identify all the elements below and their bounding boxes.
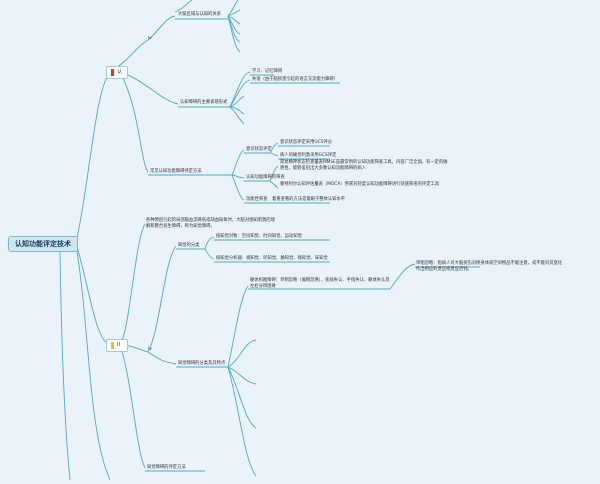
factor-item-2[interactable]: 失语（由于脑损害引起的语言交流能力障碍）	[252, 77, 338, 82]
assess-group-functional[interactable]: 功能性筛查	[246, 197, 268, 202]
section-2-sublabel: lv	[148, 347, 152, 352]
assess-screening-item-2[interactable]: 蒙特利尔认知评估量表（MOCA）用来对轻度认知功能障碍进行快速筛查的评定工具	[280, 182, 440, 187]
assess-consciousness-item-2[interactable]: 病人的痛觉刺激采用GCS评定	[280, 153, 337, 158]
node-disorder-types[interactable]: 知觉障碍的分类及其特点	[178, 361, 226, 366]
node-brain-region[interactable]: 大脑区域与认知的关系	[178, 12, 221, 17]
section-1-label: 认	[117, 69, 123, 75]
assess-functional-item-1[interactable]: 着重查看的方法是着眼于整体认知水平	[272, 197, 346, 202]
classify-item-1[interactable]: 按知觉对象：空间知觉、时间知觉、运动知觉	[216, 234, 302, 239]
edge-root-bottom	[75, 244, 111, 481]
factor-item-1[interactable]: 学习、记忆障碍	[252, 69, 283, 74]
yellow-flag-icon	[111, 342, 114, 349]
assess-screening-item-1[interactable]: 简易精神状态检查量表MMSE是最常用的认知功能筛查工具，内容广泛全面，有一定的敏…	[280, 160, 448, 171]
node-main-manifestation[interactable]: 认知障碍的主要表现形式	[180, 100, 228, 105]
assess-consciousness-item-1[interactable]: 意识状态评定采用GCS评分	[280, 140, 333, 145]
section-2-node[interactable]: II	[106, 339, 128, 352]
disorder-agnosia[interactable]: 躯体构图障碍：单侧忽略（偏侧忽略）、疾病失认、手指失认、躯体失认及左右分辨困难	[250, 278, 390, 289]
assess-group-screening[interactable]: 认知功能障碍的筛查	[246, 175, 285, 180]
root-node[interactable]: 认知功能评定技术	[8, 236, 78, 252]
section-2-intro[interactable]: 各种原因引起的局部脑血流降低或缺血缺氧时，大脑对感知刺激的理解和整合发生障碍，称…	[146, 218, 275, 229]
edge-root-s1	[75, 71, 111, 244]
node-eval-methods[interactable]: 知觉障碍的评定方法	[147, 465, 186, 470]
disorder-agnosia-detail[interactable]: 单侧忽略：指病人对大脑损伤对侧身体或空间物品不能注意，或不能对其变化作出相应的反…	[416, 261, 563, 272]
edge-root-bottom2	[59, 249, 71, 481]
classify-item-2[interactable]: 按知觉分析器：视知觉、听知觉、触知觉、嗅知觉、味知觉	[216, 256, 328, 261]
section-2-label: II	[117, 342, 120, 348]
node-classify[interactable]: 知觉的分类	[178, 243, 200, 248]
assess-group-consciousness[interactable]: 意识状态评定	[246, 147, 272, 152]
section-1-sublabel: lv	[148, 36, 152, 41]
section-1-node[interactable]: 认	[106, 66, 128, 79]
red-flag-icon	[111, 69, 114, 76]
edge-root-s2	[75, 242, 111, 346]
node-assess-methods[interactable]: 常见认知功能障碍评定方法	[150, 169, 202, 174]
